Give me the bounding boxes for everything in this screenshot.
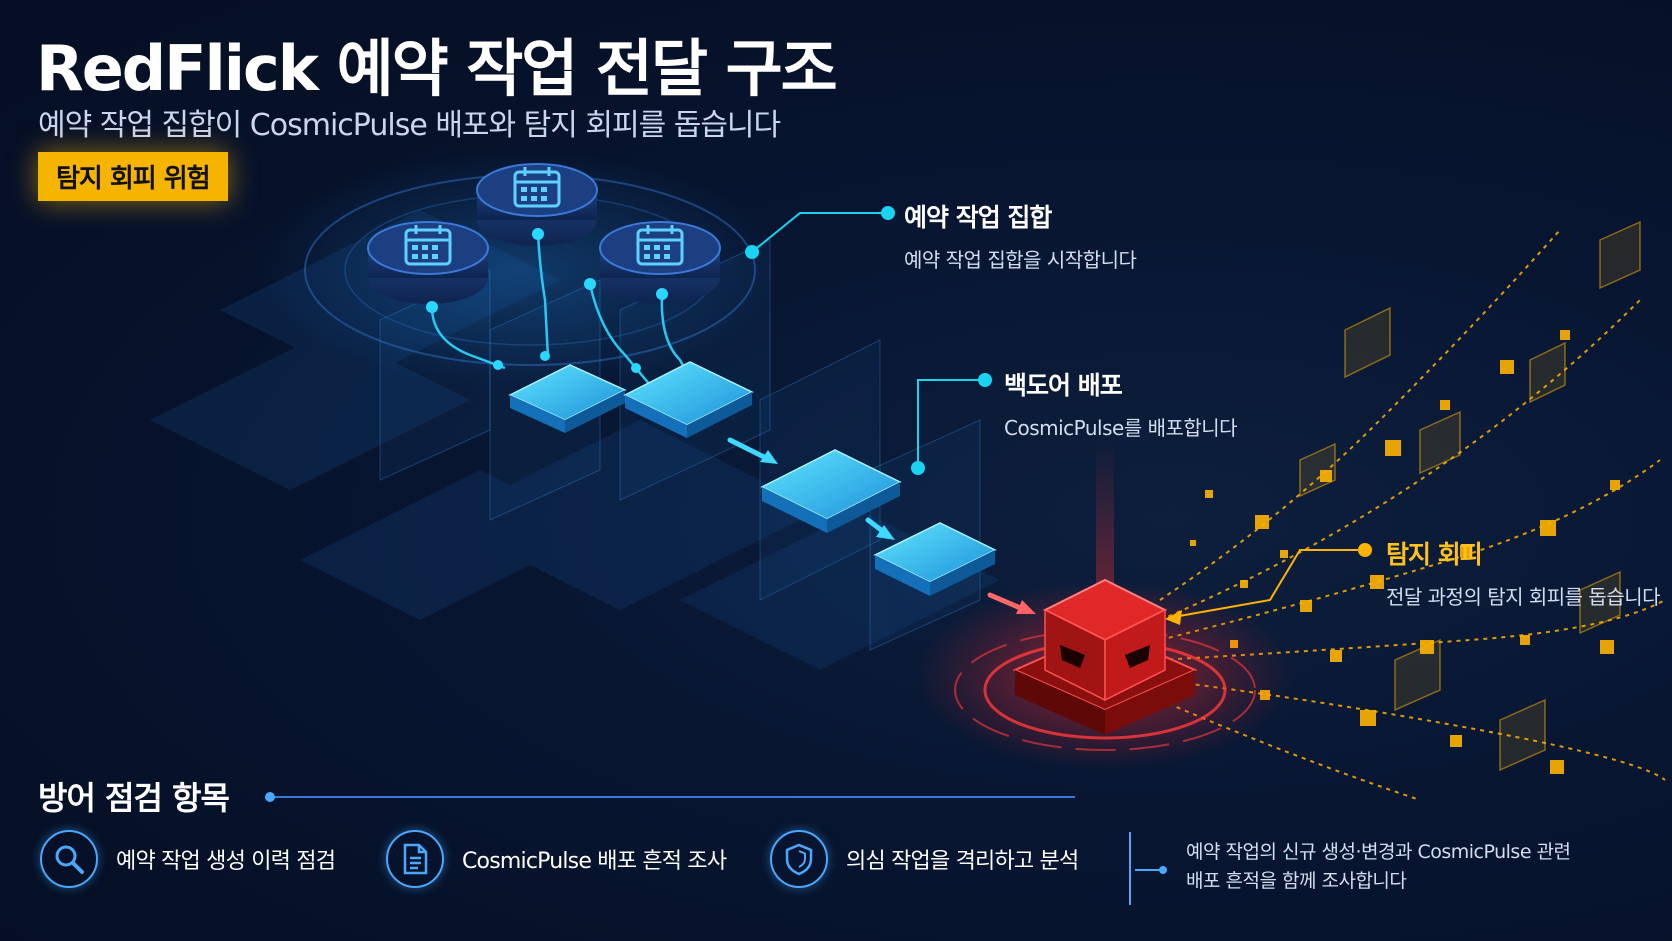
calendar-icon — [636, 225, 684, 266]
callout-leaders — [745, 206, 1372, 625]
callout-task-set: 예약 작업 집합 예약 작업 집합을 시작합니다 — [904, 198, 1137, 273]
evasion-stream — [1159, 220, 1666, 801]
task-connectors — [430, 233, 692, 386]
task-disk — [367, 221, 489, 304]
backdoor-core — [915, 440, 1295, 770]
defense-item: CosmicPulse 배포 흔적 조사 — [386, 830, 727, 888]
callout-task-set-desc: 예약 작업 집합을 시작합니다 — [904, 248, 1137, 272]
defense-note-line: 배포 흔적을 함께 조사합니다 — [1186, 870, 1407, 892]
callout-backdoor-title: 백도어 배포 — [1004, 371, 1123, 400]
defense-note: 예약 작업의 신규 생성·변경과 CosmicPulse 관련 배포 흔적을 함… — [1186, 838, 1571, 896]
defense-item: 의심 작업을 격리하고 분석 — [770, 830, 1079, 888]
defense-item-label: 의심 작업을 격리하고 분석 — [846, 849, 1079, 874]
task-disk — [476, 163, 598, 246]
callout-task-set-title: 예약 작업 집합 — [904, 203, 1052, 232]
defense-note-line: 예약 작업의 신규 생성·변경과 CosmicPulse 관련 — [1186, 841, 1571, 863]
task-disk — [599, 221, 721, 304]
threat-face-icon — [1060, 645, 1150, 668]
document-icon — [386, 830, 444, 888]
calendar-icon — [404, 225, 452, 266]
flow-tile — [873, 522, 997, 596]
flow-tile — [623, 361, 754, 438]
search-icon — [40, 830, 98, 888]
callout-evasion-desc: 전달 과정의 탐지 회피를 돕습니다 — [1386, 585, 1661, 609]
flow-tile — [760, 449, 902, 533]
page-subtitle: 예약 작업 집합이 CosmicPulse 배포와 탐지 회피를 돕습니다 — [38, 108, 781, 143]
callout-backdoor-desc: CosmicPulse를 배포합니다 — [1004, 416, 1238, 440]
defense-item-label: CosmicPulse 배포 흔적 조사 — [462, 849, 727, 874]
callout-backdoor: 백도어 배포 CosmicPulse를 배포합니다 — [1004, 366, 1238, 441]
defense-section-title: 방어 점검 항목 — [38, 779, 230, 817]
page-title: RedFlick 예약 작업 전달 구조 — [36, 32, 838, 105]
defense-item-label: 예약 작업 생성 이력 점검 — [116, 849, 336, 874]
calendar-icon — [513, 167, 561, 208]
shield-icon — [770, 830, 828, 888]
callout-evasion: 탐지 회피 전달 과정의 탐지 회피를 돕습니다 — [1386, 535, 1661, 610]
flow-tile — [508, 364, 627, 433]
callout-evasion-title: 탐지 회피 — [1386, 540, 1483, 569]
risk-badge: 탐지 회피 위험 — [38, 152, 228, 201]
defense-item: 예약 작업 생성 이력 점검 — [40, 830, 336, 888]
